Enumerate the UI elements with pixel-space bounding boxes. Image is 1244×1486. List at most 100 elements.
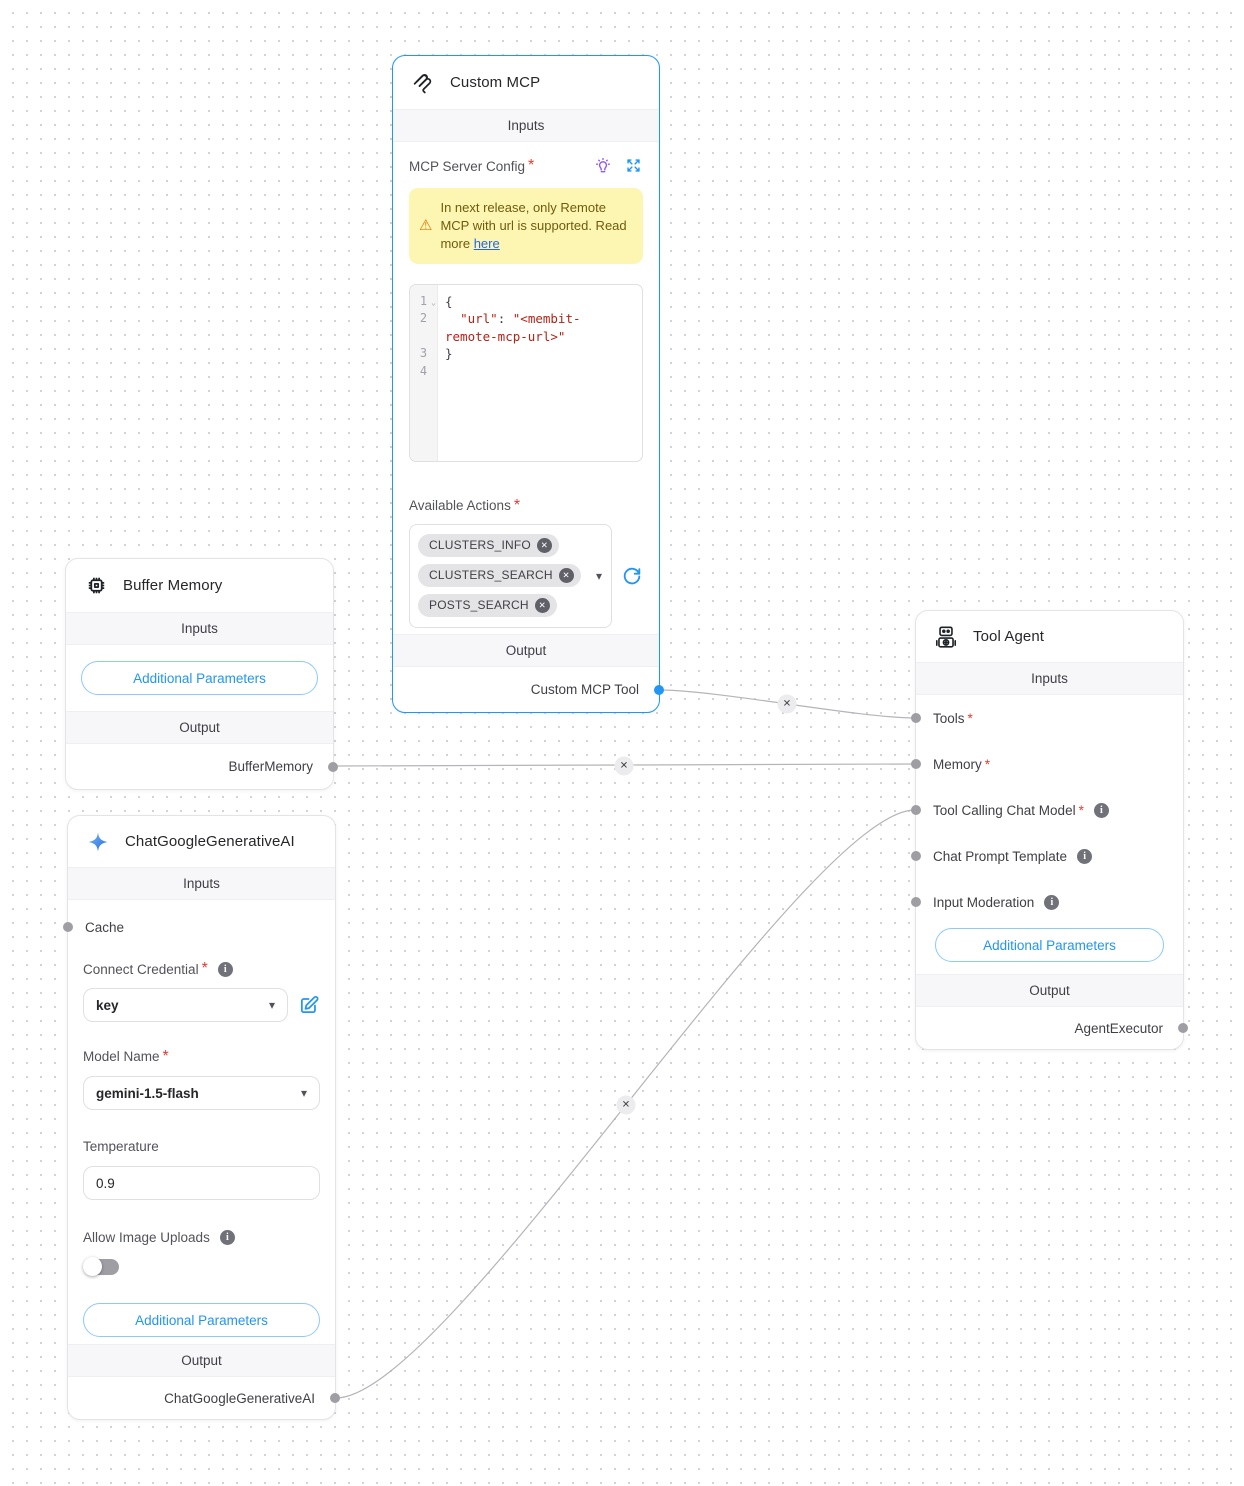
warning-link[interactable]: here — [473, 235, 500, 251]
chip-remove-icon[interactable] — [536, 537, 552, 553]
input-row-input-moderation: Input Moderation — [911, 879, 1183, 925]
node-title: Custom MCP — [450, 74, 541, 91]
node-title: Buffer Memory — [123, 577, 223, 594]
output-port[interactable] — [654, 684, 664, 695]
additional-parameters-button[interactable]: Additional Parameters — [81, 661, 318, 695]
credential-select[interactable]: key ▾ — [83, 988, 288, 1022]
output-anchor-row: AgentExecutor — [916, 1007, 1188, 1049]
edit-credential-icon[interactable] — [298, 994, 320, 1016]
mcp-icon — [410, 70, 436, 96]
chevron-down-icon: ▾ — [268, 998, 275, 1012]
info-icon[interactable] — [1044, 894, 1060, 910]
required-asterisk: * — [528, 157, 535, 174]
allow-image-uploads-toggle[interactable] — [83, 1257, 119, 1276]
output-anchor-label: ChatGoogleGenerativeAI — [164, 1390, 315, 1406]
temperature-input[interactable] — [83, 1166, 320, 1200]
inputs-section-header: Inputs — [68, 867, 335, 900]
node-buffer-memory[interactable]: Buffer Memory Inputs Additional Paramete… — [65, 558, 338, 790]
expand-icon[interactable] — [625, 157, 643, 175]
inputs-section-header: Inputs — [916, 662, 1183, 695]
output-section-header: Output — [68, 1344, 335, 1377]
chevron-down-icon[interactable]: ▾ — [595, 568, 602, 583]
available-actions-label: Available Actions — [409, 497, 511, 513]
edge-delete-button[interactable] — [616, 1095, 636, 1115]
model-name-select[interactable]: gemini-1.5-flash ▾ — [83, 1076, 320, 1110]
output-anchor-label: BufferMemory — [228, 759, 313, 774]
required-asterisk: * — [201, 960, 208, 977]
code-line-text — [437, 363, 451, 381]
refresh-actions-icon[interactable] — [621, 565, 643, 587]
input-row-chat-prompt-template: Chat Prompt Template — [911, 833, 1183, 879]
action-chip: CLUSTERS_INFO — [418, 533, 559, 557]
output-anchor-row: ChatGoogleGenerativeAI — [68, 1377, 340, 1419]
temperature-label: Temperature — [83, 1139, 159, 1154]
input-port-cache[interactable] — [63, 922, 73, 932]
node-header: Tool Agent — [916, 611, 1183, 662]
model-name-label: Model Name — [83, 1049, 160, 1064]
output-anchor-label: AgentExecutor — [1074, 1020, 1163, 1036]
input-row-tool-calling-chat-model: Tool Calling Chat Model* — [911, 787, 1183, 833]
output-port[interactable] — [328, 761, 338, 772]
warning-banner: ⚠ In next release, only Remote MCP with … — [409, 188, 643, 264]
required-asterisk: * — [984, 756, 991, 772]
line-number: 2 — [419, 311, 428, 326]
input-port-memory[interactable] — [911, 759, 921, 769]
mcp-config-code-editor[interactable]: 1⌄ { 2 "url": "<membit-remote-mcp-url>" … — [409, 283, 643, 462]
input-label: Tool Calling Chat Model — [933, 802, 1076, 818]
node-tool-agent[interactable]: Tool Agent Inputs Tools* Memory* Tool Ca… — [911, 610, 1188, 1050]
code-line-text: "url": "<membit-remote-mcp-url>" — [445, 311, 581, 344]
node-custom-mcp[interactable]: Custom MCP Inputs MCP Server Config* — [392, 55, 664, 713]
input-port-prompt-template[interactable] — [911, 851, 921, 861]
output-anchor-row: Custom MCP Tool — [393, 667, 664, 712]
info-icon[interactable] — [1077, 848, 1093, 864]
robot-icon — [933, 624, 959, 650]
input-label: Memory — [933, 756, 982, 772]
action-chip: CLUSTERS_SEARCH — [418, 563, 581, 587]
mcp-server-config-label: MCP Server Config — [409, 158, 526, 174]
required-asterisk: * — [1078, 802, 1084, 818]
chip-remove-icon[interactable] — [558, 567, 574, 583]
inputs-section-header: Inputs — [393, 109, 659, 142]
info-icon[interactable] — [219, 1230, 235, 1245]
available-actions-multiselect[interactable]: CLUSTERS_INFO CLUSTERS_SEARCH POSTS_SEAR… — [409, 523, 612, 628]
node-header: Buffer Memory — [66, 559, 333, 612]
edge-delete-button[interactable] — [777, 694, 797, 714]
input-port-tools[interactable] — [911, 713, 921, 723]
input-port-input-moderation[interactable] — [911, 897, 921, 907]
input-port-chat-model[interactable] — [911, 805, 921, 815]
allow-image-uploads-label: Allow Image Uploads — [83, 1230, 210, 1245]
warning-triangle-icon: ⚠ — [419, 217, 433, 235]
output-port[interactable] — [1178, 1023, 1188, 1033]
node-header: ChatGoogleGenerativeAI — [68, 816, 335, 867]
additional-parameters-button[interactable]: Additional Parameters — [935, 928, 1164, 962]
output-anchor-label: Custom MCP Tool — [530, 682, 639, 697]
required-asterisk: * — [967, 710, 973, 726]
node-title: ChatGoogleGenerativeAI — [125, 833, 295, 850]
action-chip: POSTS_SEARCH — [418, 593, 557, 617]
input-label: Tools — [933, 710, 965, 726]
info-icon[interactable] — [1093, 802, 1109, 818]
required-asterisk: * — [162, 1048, 169, 1065]
output-section-header: Output — [916, 974, 1183, 1007]
cache-label: Cache — [85, 919, 125, 935]
memory-chip-icon — [83, 573, 109, 599]
warning-text: In next release, only Remote MCP with ur… — [440, 200, 627, 251]
node-chat-google-generative-ai[interactable]: ChatGoogleGenerativeAI Inputs Cache Conn… — [63, 815, 340, 1420]
hint-lightbulb-icon[interactable] — [594, 157, 612, 175]
chevron-down-icon: ▾ — [300, 1086, 307, 1100]
fold-chevron-icon[interactable]: ⌄ — [431, 297, 436, 307]
line-number: 4 — [419, 363, 428, 378]
chip-remove-icon[interactable] — [534, 597, 550, 613]
output-section-header: Output — [393, 634, 659, 667]
input-row-memory: Memory* — [911, 741, 1183, 787]
edge-delete-button[interactable] — [614, 756, 634, 776]
additional-parameters-button[interactable]: Additional Parameters — [83, 1303, 320, 1337]
node-header: Custom MCP — [393, 56, 659, 109]
input-label: Chat Prompt Template — [933, 848, 1068, 864]
output-port[interactable] — [330, 1393, 340, 1403]
inputs-section-header: Inputs — [66, 612, 333, 645]
input-row-tools: Tools* — [911, 695, 1183, 741]
info-icon[interactable] — [217, 961, 233, 977]
input-label: Input Moderation — [933, 894, 1035, 910]
